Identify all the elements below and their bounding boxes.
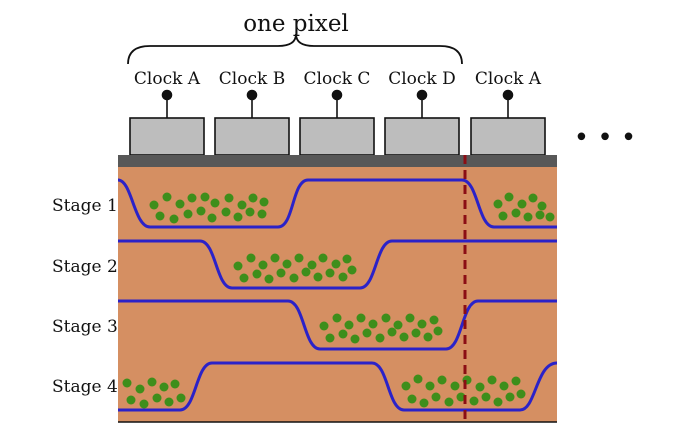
electrode-a-next <box>470 117 546 156</box>
stage-4-charge <box>122 374 526 409</box>
gate-electrodes <box>129 117 546 156</box>
stage-3-potential <box>118 299 557 351</box>
one-pixel-label: one pixel <box>243 11 349 37</box>
stage-label-3: Stage 3 <box>52 317 118 337</box>
stage-2-potential <box>118 239 557 290</box>
clock-terminals <box>161 89 514 118</box>
stage-3-charge <box>319 313 443 344</box>
electrode-b <box>214 117 290 156</box>
charge-packets <box>122 192 555 409</box>
clock-label-c: Clock C <box>304 69 371 89</box>
clock-labels: Clock A Clock B Clock C Clock D Clock A <box>134 69 542 89</box>
stage-4-potential <box>118 361 558 412</box>
silicon-substrate <box>118 167 557 422</box>
stage-label-1: Stage 1 <box>52 196 118 216</box>
pixel-brace <box>127 33 463 65</box>
potential-wells <box>117 178 558 412</box>
stage-labels: Stage 1 Stage 2 Stage 3 Stage 4 <box>52 196 118 397</box>
oxide-layer <box>118 155 557 167</box>
clock-label-a-next: Clock A <box>475 69 542 89</box>
clock-label-a: Clock A <box>134 69 201 89</box>
clock-label-d: Clock D <box>388 69 456 89</box>
stage-label-4: Stage 4 <box>52 377 118 397</box>
continuation-dots: • • • <box>574 123 637 153</box>
electrode-a <box>129 117 205 156</box>
clock-label-b: Clock B <box>219 69 285 89</box>
electrode-c <box>299 117 375 156</box>
stage-label-2: Stage 2 <box>52 257 118 277</box>
stage-1-potential <box>117 178 557 229</box>
stage-1-charge <box>149 192 555 224</box>
stage-2-charge <box>233 253 357 284</box>
electrode-d <box>384 117 460 156</box>
